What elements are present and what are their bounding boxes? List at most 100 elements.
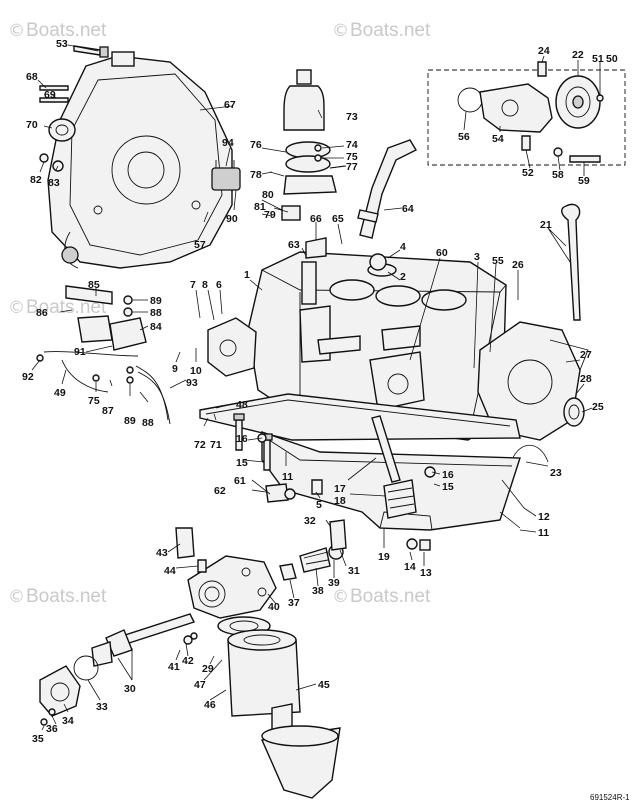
watermark-text: Boats.net bbox=[350, 20, 431, 41]
callout-45: 45 bbox=[318, 679, 330, 691]
callout-6: 6 bbox=[216, 279, 222, 291]
callout-22: 22 bbox=[572, 49, 584, 61]
callout-52: 52 bbox=[522, 167, 534, 179]
callout-57: 57 bbox=[194, 239, 206, 251]
svg-text:©: © bbox=[8, 587, 25, 607]
svg-text:©: © bbox=[332, 21, 349, 41]
callout-70: 70 bbox=[26, 119, 38, 131]
oil-bottle bbox=[283, 69, 325, 131]
callout-68: 68 bbox=[26, 71, 38, 83]
callout-81: 81 bbox=[254, 201, 266, 213]
callout-50: 50 bbox=[606, 53, 618, 65]
callout-73: 73 bbox=[346, 111, 358, 123]
callout-40: 40 bbox=[268, 601, 280, 613]
callout-38: 38 bbox=[312, 585, 324, 597]
callout-42: 42 bbox=[182, 655, 194, 667]
water-hose bbox=[357, 139, 417, 239]
callout-41: 41 bbox=[168, 661, 180, 673]
callout-33: 33 bbox=[96, 701, 108, 713]
callout-31: 31 bbox=[348, 565, 360, 577]
drawing-code: 691524R-1 bbox=[590, 793, 630, 802]
dipstick bbox=[561, 203, 581, 321]
callout-14: 14 bbox=[404, 561, 416, 573]
callout-7: 7 bbox=[190, 279, 196, 291]
callout-88: 88 bbox=[150, 307, 162, 319]
oil-pickup bbox=[371, 415, 417, 519]
callout-59: 59 bbox=[578, 175, 590, 187]
callout-62: 62 bbox=[214, 485, 226, 497]
callout-8: 8 bbox=[202, 279, 208, 291]
callout-65: 65 bbox=[332, 213, 344, 225]
callout-89b: 89 bbox=[124, 415, 136, 427]
timing-cover bbox=[477, 321, 589, 463]
callout-23: 23 bbox=[550, 467, 562, 479]
callout-93: 93 bbox=[186, 377, 198, 389]
callout-43: 43 bbox=[156, 547, 168, 559]
callout-74: 74 bbox=[346, 139, 358, 151]
callout-10: 10 bbox=[190, 365, 202, 377]
cylinder-block bbox=[207, 237, 507, 441]
svg-text:©: © bbox=[8, 298, 25, 318]
callout-39: 39 bbox=[328, 577, 340, 589]
pan-fasteners bbox=[233, 413, 436, 551]
callout-53: 53 bbox=[56, 38, 68, 50]
callout-92: 92 bbox=[22, 371, 34, 383]
callout-9: 9 bbox=[172, 363, 178, 375]
callout-69: 69 bbox=[44, 89, 56, 101]
callout-67: 67 bbox=[224, 99, 236, 111]
callout-48: 48 bbox=[236, 399, 248, 411]
flywheel-housing bbox=[47, 51, 233, 269]
oil-drive-assembly bbox=[39, 613, 198, 726]
callout-36: 36 bbox=[46, 723, 58, 735]
callout-30: 30 bbox=[124, 683, 136, 695]
watermark-text: Boats.net bbox=[350, 586, 431, 607]
callout-60: 60 bbox=[436, 247, 448, 259]
callout-46: 46 bbox=[204, 699, 216, 711]
callout-76: 76 bbox=[250, 139, 262, 151]
callout-15b: 15 bbox=[442, 481, 454, 493]
callout-88b: 88 bbox=[142, 417, 154, 429]
callout-49: 49 bbox=[54, 387, 66, 399]
callout-64: 64 bbox=[402, 203, 414, 215]
watermark-text: Boats.net bbox=[26, 586, 107, 607]
callout-12: 12 bbox=[538, 511, 550, 523]
callout-3: 3 bbox=[474, 251, 480, 263]
callout-89: 89 bbox=[150, 295, 162, 307]
callout-25: 25 bbox=[592, 401, 604, 413]
callout-5: 5 bbox=[316, 499, 322, 511]
callout-17: 17 bbox=[334, 483, 346, 495]
callout-94: 94 bbox=[222, 137, 234, 149]
callout-61: 61 bbox=[234, 475, 246, 487]
callout-4: 4 bbox=[400, 241, 406, 253]
callout-66: 66 bbox=[310, 213, 322, 225]
callout-78: 78 bbox=[250, 169, 262, 181]
oil-filter bbox=[217, 616, 341, 799]
svg-text:©: © bbox=[332, 587, 349, 607]
callout-56: 56 bbox=[458, 131, 470, 143]
callout-63: 63 bbox=[288, 239, 300, 251]
callout-82: 82 bbox=[30, 174, 42, 186]
callout-47: 47 bbox=[194, 679, 206, 691]
callout-32: 32 bbox=[304, 515, 316, 527]
callout-55: 55 bbox=[492, 255, 504, 267]
solenoid bbox=[211, 160, 241, 191]
callout-80: 80 bbox=[262, 189, 274, 201]
callout-35: 35 bbox=[32, 733, 44, 745]
callout-75: 75 bbox=[346, 151, 358, 163]
bracket-clamp bbox=[269, 141, 347, 221]
callout-29: 29 bbox=[202, 663, 214, 675]
callout-11: 11 bbox=[282, 471, 293, 483]
callout-85: 85 bbox=[88, 279, 100, 291]
callout-2: 2 bbox=[400, 271, 406, 283]
callout-1: 1 bbox=[244, 269, 250, 281]
callout-28: 28 bbox=[580, 373, 592, 385]
callout-34: 34 bbox=[62, 715, 74, 727]
callout-24: 24 bbox=[538, 45, 550, 57]
callout-18: 18 bbox=[334, 495, 346, 507]
watermark-text: Boats.net bbox=[26, 20, 107, 41]
callout-37: 37 bbox=[288, 597, 300, 609]
callout-11b: 11 bbox=[538, 527, 549, 539]
callout-90: 90 bbox=[226, 213, 238, 225]
callout-79: 79 bbox=[264, 209, 276, 221]
